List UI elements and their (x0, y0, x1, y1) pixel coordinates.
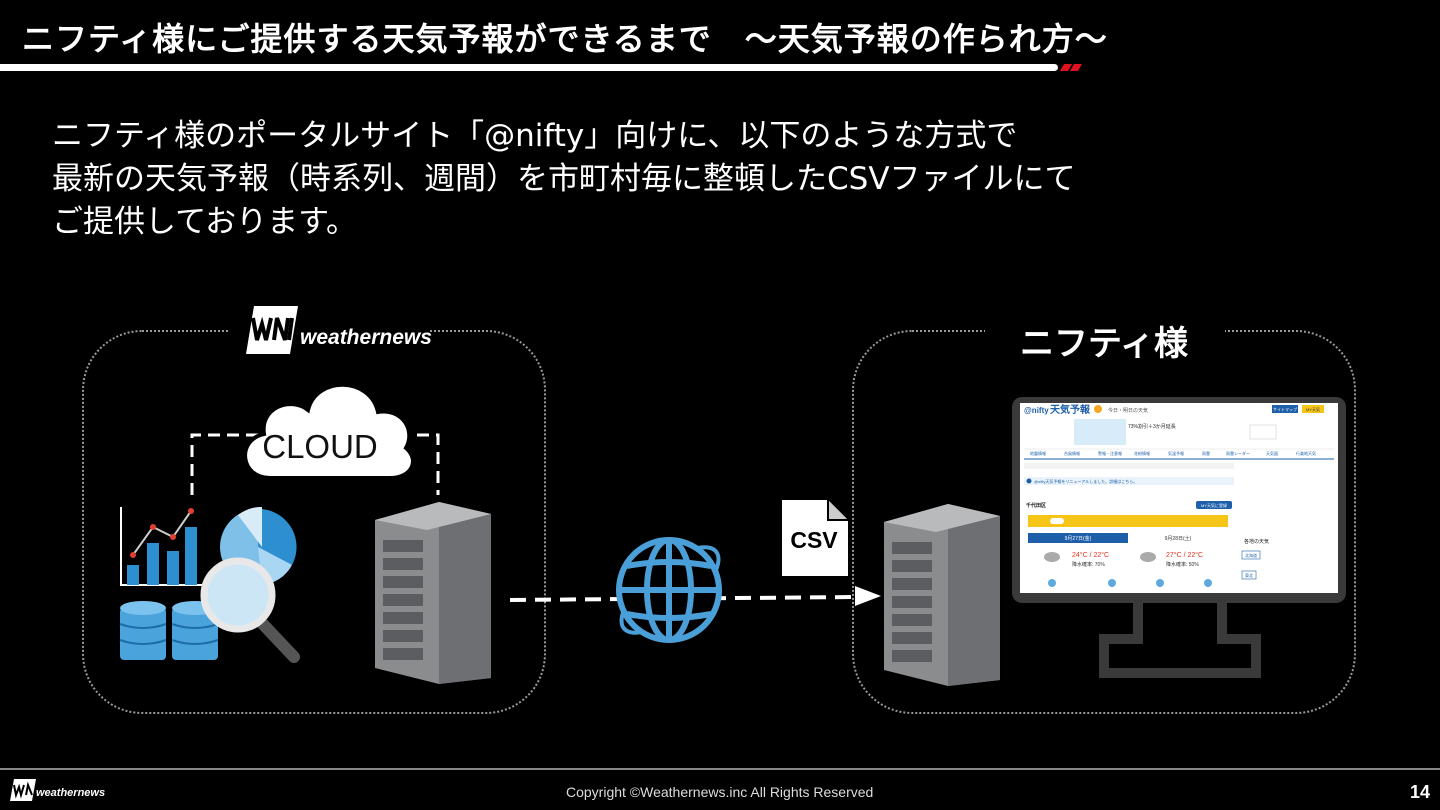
forecast-day-2: 9月28日(土) (1165, 535, 1192, 542)
site-title: 天気予報 (1050, 403, 1091, 416)
client-label: ニフティ様 (1020, 324, 1188, 364)
forecast-rain-2: 降水確率: 50% (1166, 561, 1199, 568)
svg-text:雨雲: 雨雲 (1202, 450, 1210, 456)
csv-file-icon: CSV (782, 500, 848, 576)
forecast-temp-2: 27°C / 22°C (1166, 551, 1203, 559)
forecast-temp-1: 24°C / 22°C (1072, 551, 1109, 559)
ad-banner[interactable] (1074, 419, 1126, 445)
cloud-icon: CLOUD (243, 382, 415, 480)
magnifier-icon (200, 557, 300, 663)
svg-text:天気図: 天気図 (1266, 450, 1278, 456)
title-underline (0, 64, 1058, 71)
svg-text:行楽地天気: 行楽地天気 (1296, 450, 1316, 456)
slide-title: ニフティ様にご提供する天気予報ができるまで ～天気予報の作られ方～ (22, 20, 1108, 58)
svg-text:警報・注意報: 警報・注意報 (1098, 450, 1122, 456)
bar-chart-icon (120, 507, 203, 586)
svg-text:花粉情報: 花粉情報 (1134, 450, 1150, 456)
footer-divider (0, 768, 1440, 770)
site-subtitle: 今日・明日の天気 (1108, 407, 1148, 414)
svg-text:MY天気に登録: MY天気に登録 (1201, 502, 1227, 508)
forecast-rain-1: 降水確率: 70% (1072, 561, 1105, 568)
monitor-icon: @nifty 天気予報 今日・明日の天気 サイトマップ MY天気 73%割引＋3… (1012, 397, 1346, 678)
footer-logo-icon (10, 779, 36, 801)
data-flow-arrow (509, 586, 881, 606)
site-nav: 地震情報 台風情報 警報・注意報 花粉情報 気温予報 雨雲 雨雲レーダー 天気図… (1030, 450, 1316, 456)
body-text-line-2: 最新の天気予報（時系列、週間）を市町村毎に整頓したCSVファイルにて (52, 161, 1076, 197)
copyright-text: Copyright ©Weathernews.inc All Rights Re… (566, 784, 874, 800)
body-text-line-3: ご提供しております。 (52, 204, 358, 240)
weathernews-logo-icon (246, 306, 298, 354)
weathernews-wordmark: weathernews (300, 326, 432, 349)
svg-text:東北: 東北 (1245, 572, 1253, 578)
footer-wordmark: weathernews (36, 787, 106, 799)
csv-label: CSV (790, 527, 838, 553)
svg-text:MY天気: MY天気 (1306, 406, 1320, 412)
server-left-icon (375, 502, 491, 684)
my-weather-button[interactable] (1302, 405, 1324, 413)
svg-text:サイトマップ: サイトマップ (1273, 406, 1297, 412)
page-number: 14 (1410, 782, 1431, 802)
svg-text:地震情報: 地震情報 (1030, 450, 1046, 456)
sitemap-button[interactable] (1272, 405, 1298, 413)
accent-slash (1069, 64, 1083, 71)
body-text-line-1: ニフティ様のポータルサイト「@nifty」向けに、以下のような方式で (52, 118, 1018, 154)
cloud-label: CLOUD (262, 428, 378, 465)
ad-text: 73%割引＋3か月延長 (1128, 423, 1176, 430)
server-right-icon (884, 504, 1000, 686)
site-logo: @nifty (1024, 406, 1049, 415)
register-my-weather-button[interactable] (1196, 501, 1232, 509)
globe-icon (616, 537, 722, 643)
svg-text:雨雲レーダー: 雨雲レーダー (1226, 450, 1250, 456)
svg-text:台風情報: 台風情報 (1064, 450, 1080, 456)
site-notice: @nifty天気予報をリニューアルしました。詳細はこちら。 (1034, 478, 1137, 484)
side-heading: 各地の天気 (1244, 538, 1269, 545)
svg-text:北海道: 北海道 (1245, 552, 1257, 558)
forecast-day-1: 9月27日(金) (1065, 535, 1092, 542)
area-name: 千代田区 (1026, 502, 1046, 509)
svg-text:気温予報: 気温予報 (1168, 450, 1184, 456)
